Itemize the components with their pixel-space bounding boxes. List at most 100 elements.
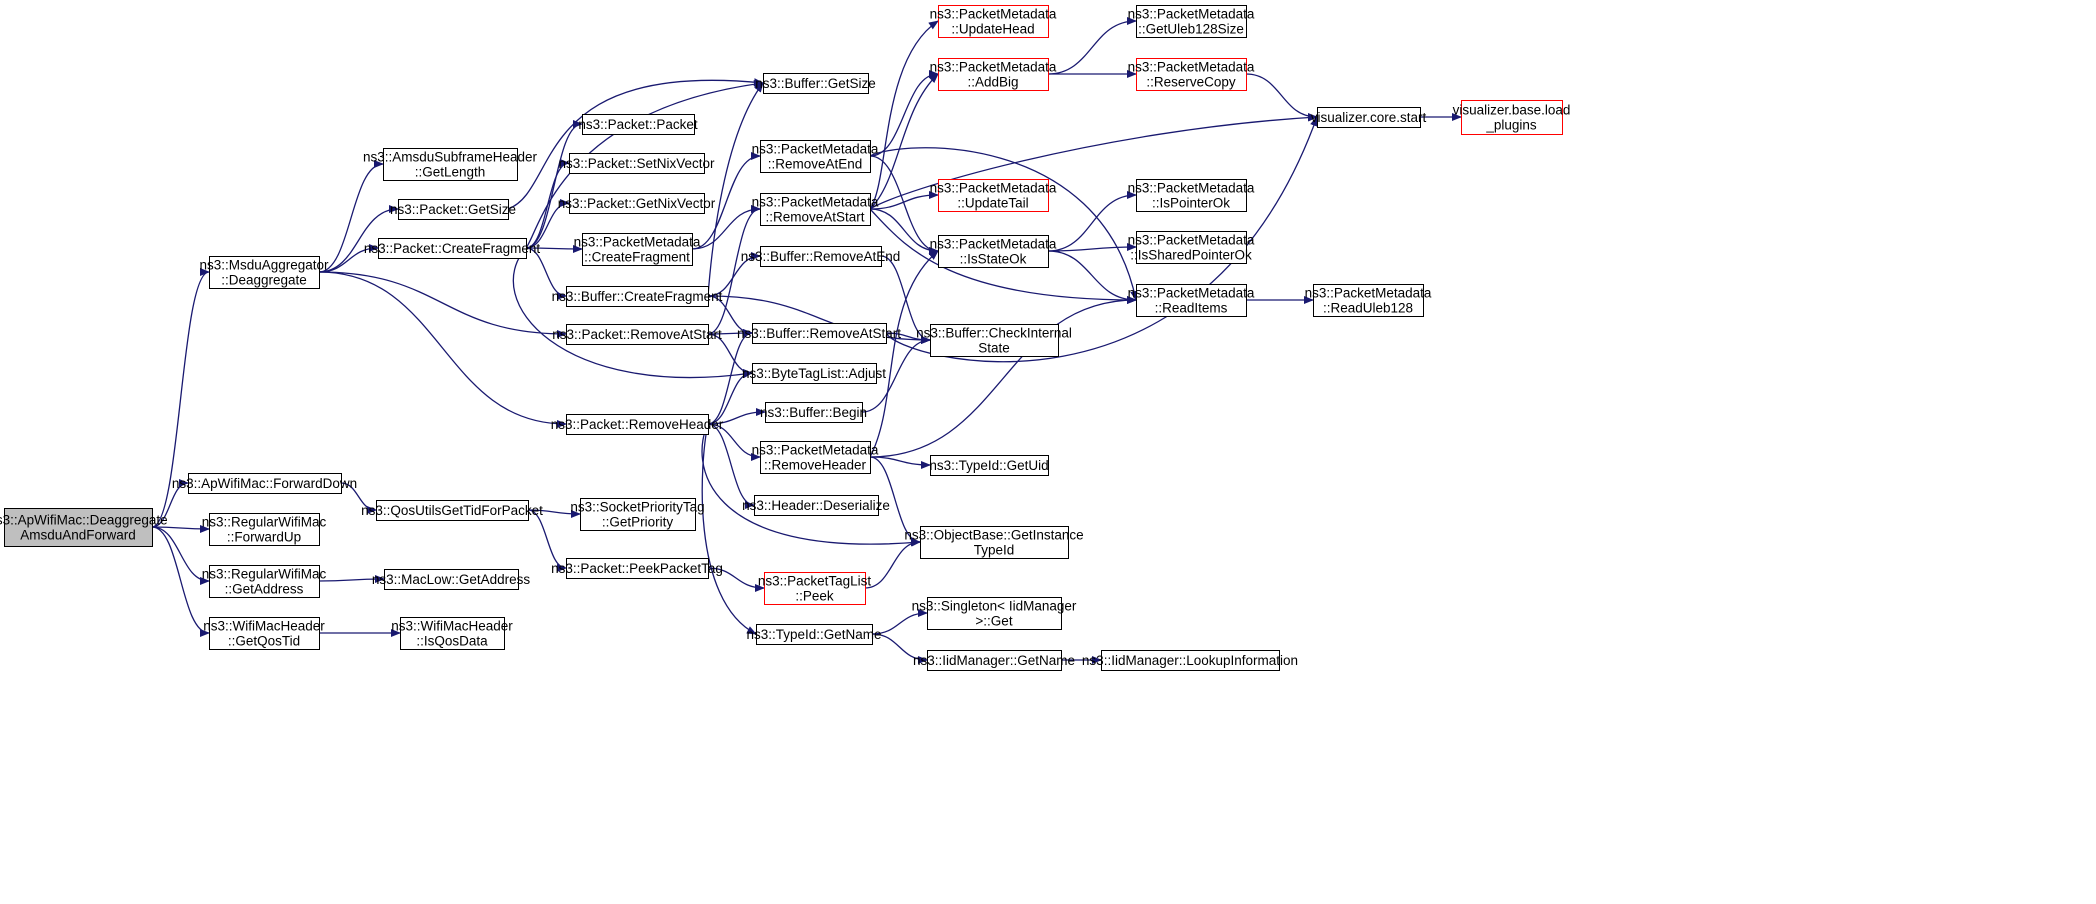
- node-socketprio[interactable]: ns3::SocketPriorityTag::GetPriority: [570, 498, 705, 531]
- node-pmreservecopy[interactable]: ns3::PacketMetadata::ReserveCopy: [1128, 58, 1255, 91]
- node-pmreaditems[interactable]: ns3::PacketMetadata::ReadItems: [1128, 284, 1255, 317]
- node-pmcreatefrag[interactable]: ns3::PacketMetadata::CreateFragment: [574, 233, 701, 266]
- edge-pktcreatefrag-to-pmcreatefrag: [525, 244, 583, 253]
- node-label: AmsduAndForward: [20, 528, 136, 543]
- node-qostid[interactable]: ns3::WifiMacHeader::GetQosTid: [203, 617, 325, 650]
- node-pktremoveatstart[interactable]: ns3::Packet::RemoveAtStart: [552, 324, 722, 345]
- node-fwdup[interactable]: ns3::RegularWifiMac::ForwardUp: [202, 513, 327, 546]
- edge-msdu-to-pktgetsize: [318, 205, 399, 273]
- node-setnix[interactable]: ns3::Packet::SetNixVector: [558, 153, 715, 174]
- node-pmremoveheader[interactable]: ns3::PacketMetadata::RemoveHeader: [752, 441, 879, 474]
- node-label: ns3::TypeId::GetName: [746, 627, 881, 642]
- edge-pktcreatefrag-to-bufcreatefrag: [525, 247, 567, 300]
- edge-path: [151, 268, 210, 528]
- node-singleton[interactable]: ns3::Singleton< IidManager>::Get: [912, 597, 1077, 630]
- edge-pktcreatefrag-to-pktpacket: [525, 120, 583, 249]
- node-box: [378, 238, 527, 259]
- node-hdrdeser[interactable]: ns3::Header::Deserialize: [742, 495, 890, 516]
- node-label: ::IsStateOk: [960, 252, 1027, 267]
- node-bytetagadjust[interactable]: ns3::ByteTagList::Adjust: [742, 363, 886, 384]
- edge-path: [1047, 17, 1137, 75]
- node-amsdulen[interactable]: ns3::AmsduSubframeHeader::GetLength: [363, 148, 538, 181]
- edge-bufcreatefrag-to-bufgetsize: [707, 82, 764, 297]
- node-pmispointerok[interactable]: ns3::PacketMetadata::IsPointerOk: [1128, 179, 1255, 212]
- node-typeidgetname[interactable]: ns3::TypeId::GetName: [746, 624, 882, 645]
- edge-path: [318, 244, 379, 273]
- edge-path: [525, 244, 583, 253]
- node-visloadplugins[interactable]: visualizer.base.load_plugins: [1453, 100, 1571, 135]
- node-bufremoveatend[interactable]: ns3::Buffer::RemoveAtEnd: [741, 246, 901, 267]
- node-pmgetuleb[interactable]: ns3::PacketMetadata::GetUleb128Size: [1128, 5, 1255, 38]
- node-label: ::UpdateTail: [957, 196, 1028, 211]
- edge-path: [151, 526, 210, 585]
- node-bufbegin[interactable]: ns3::Buffer::Begin: [760, 402, 867, 423]
- node-box: [209, 256, 320, 289]
- node-label: ::Peek: [795, 589, 834, 604]
- edge-path: [869, 155, 939, 255]
- edge-path: [525, 199, 570, 249]
- node-box: [400, 617, 505, 650]
- edge-path: [1245, 73, 1318, 121]
- node-pktcreatefrag[interactable]: ns3::Packet::CreateFragment: [364, 238, 541, 259]
- node-isqosdata[interactable]: ns3::WifiMacHeader::IsQosData: [391, 617, 513, 650]
- node-box: [376, 500, 529, 521]
- node-box: [582, 114, 695, 135]
- node-box: [1317, 107, 1421, 128]
- node-bufremoveatstart[interactable]: ns3::Buffer::RemoveAtStart: [737, 323, 901, 344]
- node-pmremoveatend[interactable]: ns3::PacketMetadata::RemoveAtEnd: [752, 140, 879, 173]
- node-viscorestart[interactable]: visualizer.core.start: [1311, 107, 1427, 128]
- node-box: [1313, 284, 1424, 317]
- node-pmupdatetail[interactable]: ns3::PacketMetadata::UpdateTail: [930, 179, 1057, 212]
- edge-path: [1047, 243, 1137, 252]
- node-label: ::GetLength: [415, 165, 486, 180]
- node-msdu[interactable]: ns3::MsduAggregator::Deaggregate: [199, 256, 329, 289]
- node-box: [938, 58, 1049, 91]
- edge-path: [527, 509, 567, 572]
- node-getnix[interactable]: ns3::Packet::GetNixVector: [558, 193, 716, 214]
- node-iidgetname[interactable]: ns3::IidManager::GetName: [913, 650, 1075, 671]
- edge-path: [151, 526, 210, 637]
- node-root[interactable]: ns3::ApWifiMac::DeaggregateAmsduAndForwa…: [0, 508, 168, 547]
- edge-pmremoveheader-to-pmreaditems: [869, 296, 1137, 458]
- node-fwddown[interactable]: ns3::ApWifiMac::ForwardDown: [172, 473, 357, 494]
- edge-path: [1047, 250, 1137, 304]
- node-label: ns3::Packet::RemoveHeader: [551, 417, 724, 432]
- edge-path: [869, 296, 1137, 458]
- node-pmremoveatstart[interactable]: ns3::PacketMetadata::RemoveAtStart: [752, 193, 879, 226]
- edge-fwddown-to-qosutils: [340, 482, 377, 514]
- node-pktgetsize[interactable]: ns3::Packet::GetSize: [390, 199, 516, 220]
- node-label: State: [978, 341, 1010, 356]
- edge-path: [527, 509, 581, 518]
- edge-path: [512, 247, 753, 379]
- node-bufgetsize[interactable]: ns3::Buffer::GetSize: [755, 73, 876, 94]
- node-label: ns3::PacketMetadata: [1128, 286, 1255, 301]
- node-peekpkttag[interactable]: ns3::Packet::PeekPacketTag: [551, 558, 723, 579]
- node-bufcreatefrag[interactable]: ns3::Buffer::CreateFragment: [552, 286, 723, 307]
- node-label: ::IsPointerOk: [1152, 196, 1230, 211]
- node-maclowaddr[interactable]: ns3::MacLow::GetAddress: [372, 569, 531, 590]
- node-typeidgetuid[interactable]: ns3::TypeId::GetUid: [929, 455, 1049, 476]
- node-pmaddbig[interactable]: ns3::PacketMetadata::AddBig: [930, 58, 1057, 91]
- node-qosutils[interactable]: ns3::QosUtilsGetTidForPacket: [361, 500, 543, 521]
- node-pmupdatehead[interactable]: ns3::PacketMetadata::UpdateHead: [930, 5, 1057, 38]
- edge-msdu-to-pktcreatefrag: [318, 244, 379, 273]
- edge-msdu-to-pktremoveatstart: [318, 271, 567, 338]
- node-box: [582, 233, 693, 266]
- node-iidlookup[interactable]: ns3::IidManager::LookupInformation: [1082, 650, 1298, 671]
- node-box: [188, 473, 342, 494]
- node-pkttagpeek[interactable]: ns3::PacketTagList::Peek: [758, 572, 872, 605]
- node-label: ::RemoveAtEnd: [768, 157, 863, 172]
- node-pmisstateok[interactable]: ns3::PacketMetadata::IsStateOk: [930, 235, 1057, 268]
- node-pktpacket[interactable]: ns3::Packet::Packet: [578, 114, 698, 135]
- node-label: ::CreateFragment: [584, 250, 690, 265]
- edge-path: [707, 295, 931, 344]
- edge-path: [507, 78, 764, 210]
- node-pmreaduleb[interactable]: ns3::PacketMetadata::ReadUleb128: [1305, 284, 1432, 317]
- edge-pktremoveheader-to-hdrdeser: [707, 423, 755, 509]
- node-pktremoveheader[interactable]: ns3::Packet::RemoveHeader: [551, 414, 724, 435]
- node-label: ns3::MacLow::GetAddress: [372, 572, 531, 587]
- node-getaddr[interactable]: ns3::RegularWifiMac::GetAddress: [202, 565, 327, 598]
- node-pmissharedptr[interactable]: ns3::PacketMetadata::IsSharedPointerOk: [1128, 231, 1255, 264]
